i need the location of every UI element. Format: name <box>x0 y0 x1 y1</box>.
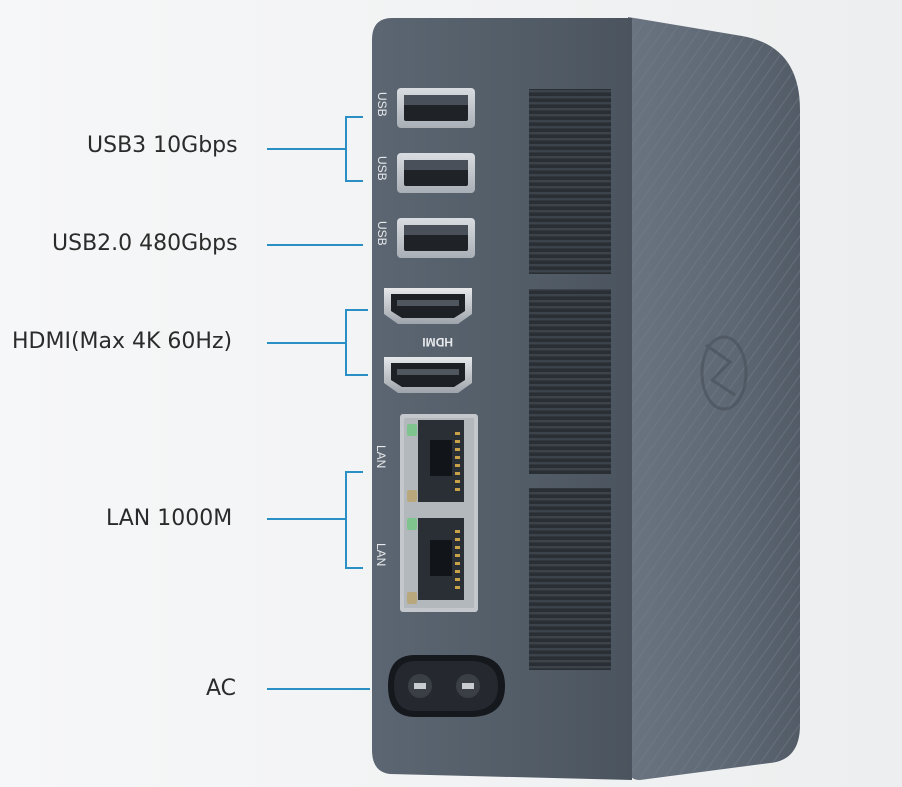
ac-power-inlet <box>388 655 505 717</box>
hdmi-port-2 <box>384 357 472 393</box>
usb-port-3-label: USB <box>375 221 389 246</box>
lan-port-1-label: LAN <box>374 445 388 468</box>
usb2-label: USB2.0 480Gbps <box>52 231 238 256</box>
lan-2-led-green-icon <box>407 518 417 530</box>
lan-1-led-amber-icon <box>407 490 417 502</box>
usb-port-2 <box>397 153 475 193</box>
brand-emblem-icon <box>700 335 748 411</box>
vent-grille-top <box>529 89 611 274</box>
lan-2-led-amber-icon <box>407 592 417 604</box>
usb-port-1 <box>397 88 475 128</box>
lan-port-2-label: LAN <box>374 543 388 566</box>
usb-port-1-label: USB <box>375 92 389 117</box>
usb-port-2-label: USB <box>375 156 389 181</box>
usb-port-3 <box>397 218 475 258</box>
hdmi-port-1 <box>384 288 472 324</box>
vent-grille-bottom <box>529 488 611 670</box>
vent-grille-middle <box>529 289 611 474</box>
usb3-label: USB3 10Gbps <box>87 133 238 158</box>
chassis-side-panel <box>628 17 800 780</box>
lan-label: LAN 1000M <box>106 506 233 531</box>
lan-port-2 <box>407 518 464 604</box>
ac-label: AC <box>206 676 237 701</box>
lan-port-1 <box>407 420 464 502</box>
hdmi-label: HDMI(Max 4K 60Hz) <box>12 329 233 354</box>
lan-1-led-green-icon <box>407 424 417 436</box>
hdmi-logo: HDMI <box>422 335 453 349</box>
callout-lines <box>267 116 370 690</box>
